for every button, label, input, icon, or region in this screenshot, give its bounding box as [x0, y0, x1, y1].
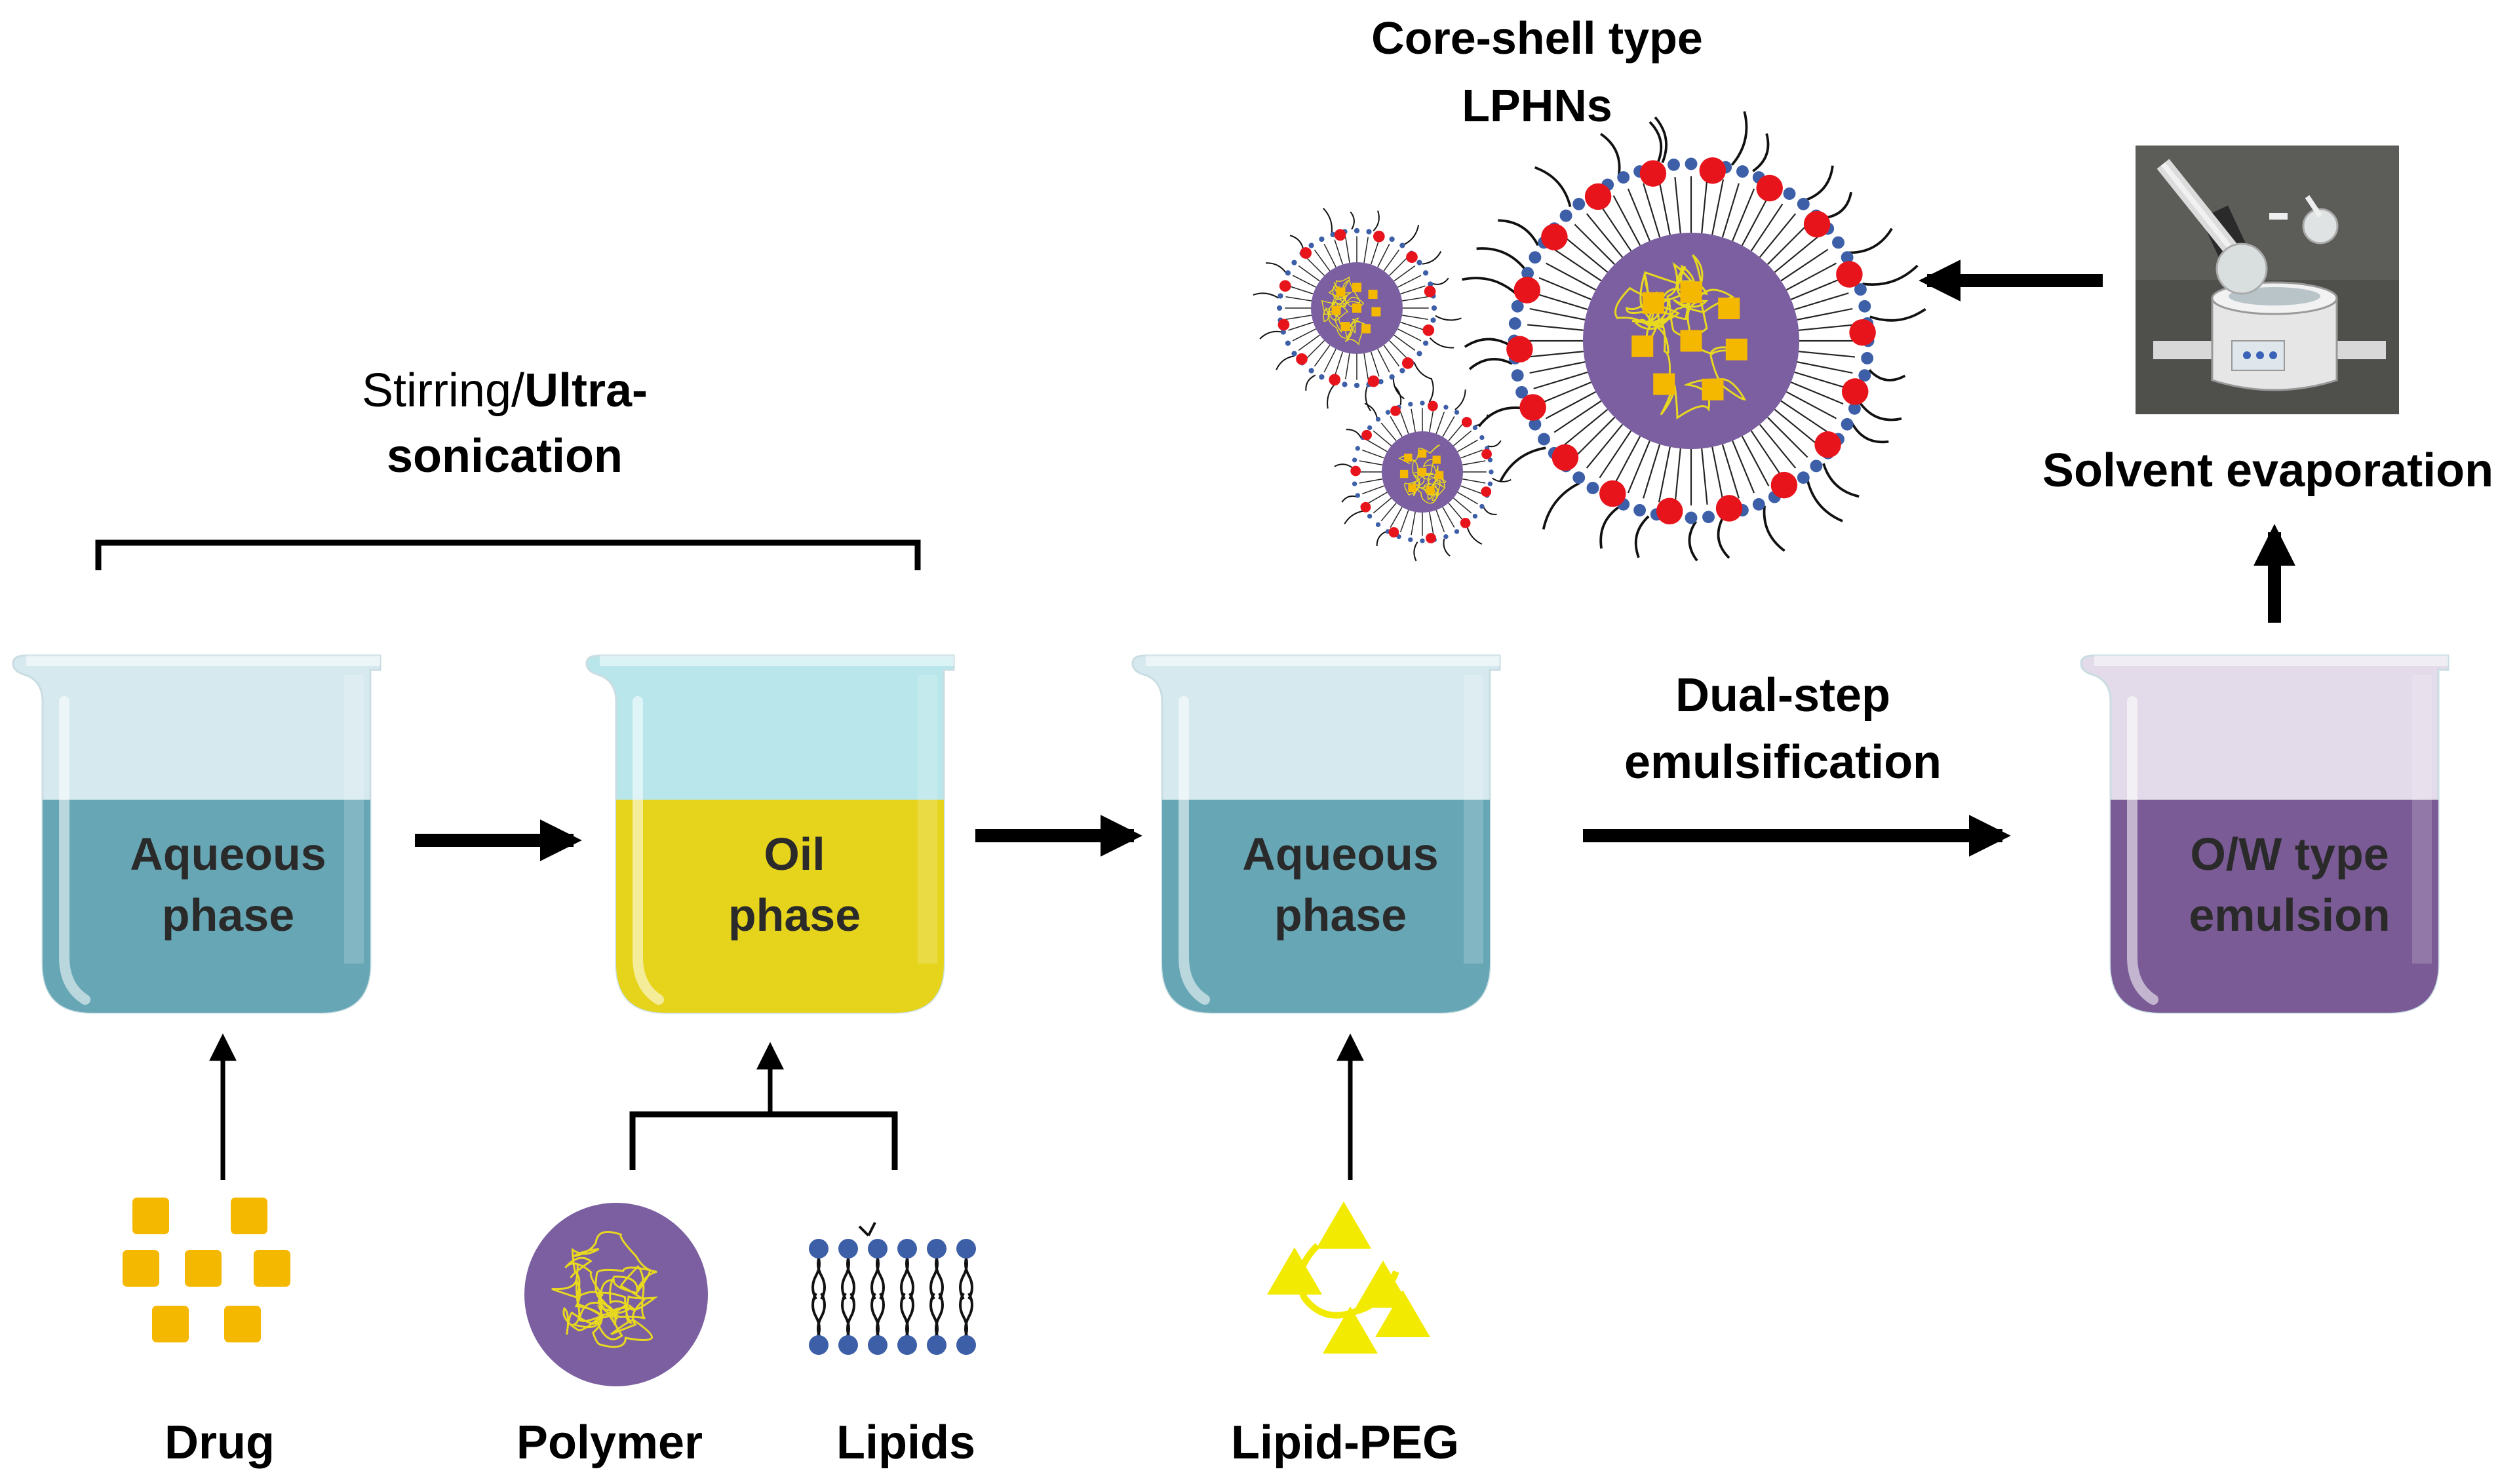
beaker4-label-line1: O/W type [2190, 829, 2389, 880]
beaker3-label-line1: Aqueous [1242, 829, 1438, 880]
dual-step-line2: emulsification [1624, 736, 1941, 789]
beaker-aqueous-phase-2 [1131, 654, 1501, 1014]
beaker4-label-line2: emulsion [2189, 889, 2390, 941]
beaker2-label-line1: Oil [764, 829, 825, 880]
lphn-small-particle-2 [1334, 378, 1512, 562]
stirring-line2: sonication [387, 430, 623, 482]
stirring-label: Stirring/Ultra- [362, 364, 648, 417]
lphn-large-particle [1462, 111, 1926, 562]
polymer-icon [524, 1203, 708, 1386]
lipids-label: Lipids [836, 1416, 975, 1469]
solvent-evaporation-label: Solvent evaporation [2042, 444, 2493, 497]
beaker1-label-line1: Aqueous [130, 829, 326, 880]
drug-label: Drug [165, 1416, 275, 1469]
lipids-icon [809, 1222, 976, 1355]
beaker1-label-line2: phase [162, 889, 294, 941]
polymer-label: Polymer [517, 1416, 703, 1469]
stirring-bracket [95, 539, 921, 570]
drug-icon [123, 1198, 290, 1342]
beaker-ow-emulsion [2080, 654, 2449, 1014]
stirring-part1: Stirring/ [362, 364, 524, 417]
lipid-peg-icon [1267, 1201, 1430, 1354]
rotary-evaporator-image [2136, 146, 2399, 414]
beaker-oil-phase [585, 654, 955, 1014]
beaker2-label-line2: phase [728, 889, 861, 941]
stirring-part2: Ultra- [524, 364, 648, 417]
dual-step-line1: Dual-step [1675, 669, 1890, 722]
beaker3-label-line2: phase [1274, 889, 1407, 941]
lphn-small-particle-1 [1253, 208, 1462, 412]
polymer-lipids-bracket [629, 1111, 898, 1170]
lipid-peg-label: Lipid-PEG [1231, 1416, 1459, 1469]
beaker-aqueous-phase-1 [12, 654, 381, 1014]
title-line2: LPHNs [1462, 80, 1612, 131]
title-line1: Core-shell type [1371, 12, 1703, 64]
